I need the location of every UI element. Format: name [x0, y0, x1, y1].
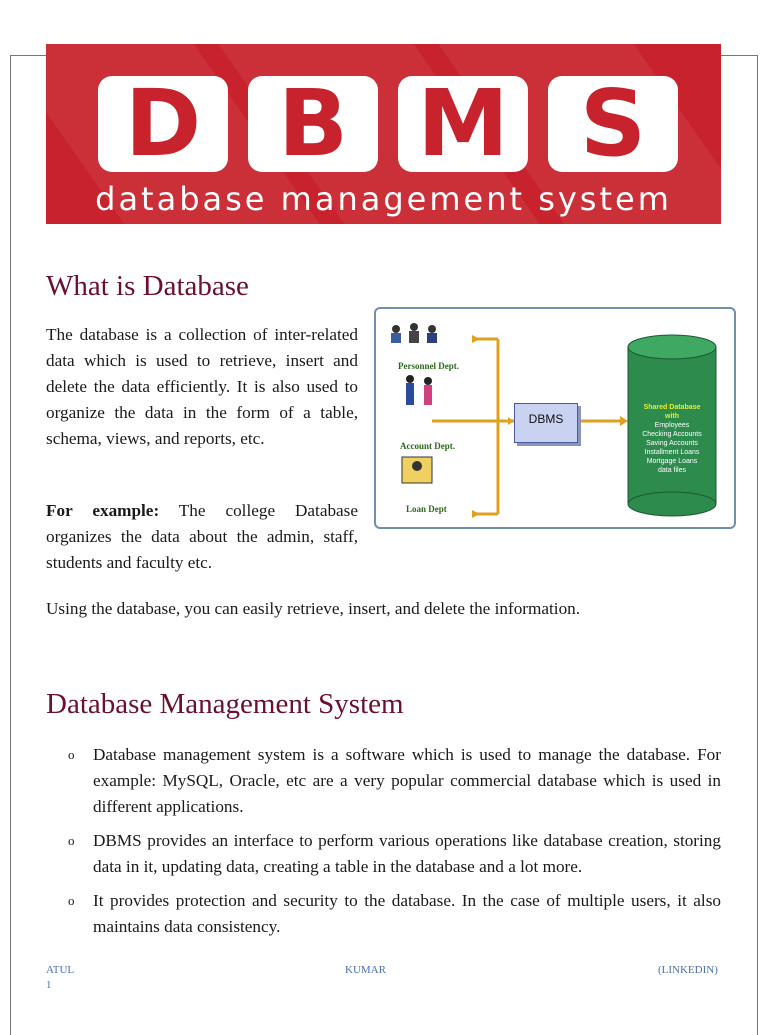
db-title-with: with — [665, 413, 679, 420]
footer-page-number: 1 — [46, 979, 52, 991]
db-item: Saving Accounts — [646, 440, 698, 447]
db-item: Mortgage Loans — [646, 458, 698, 465]
heading-dbms: Database Management System — [46, 688, 404, 720]
footer-left: ATUL — [46, 964, 75, 976]
db-item: data files — [657, 467, 687, 474]
paragraph-database-definition: The database is a collection of inter-re… — [46, 325, 358, 448]
banner-letter-b: B — [248, 76, 378, 172]
shared-database-cylinder — [627, 334, 717, 517]
db-item: Checking Accounts — [642, 431, 702, 438]
banner-letter-s: S — [548, 76, 678, 172]
list-item: o Database management system is a softwar… — [46, 742, 721, 820]
db-title: Shared Database — [643, 404, 701, 411]
label-account-dept: Account Dept. — [400, 441, 455, 451]
dbms-box: DBMS — [514, 403, 578, 443]
footer-center: KUMAR — [345, 964, 386, 976]
banner-subtitle: database management system — [95, 180, 672, 218]
bullet-marker: o — [68, 747, 75, 762]
banner-letter-m: M — [398, 76, 528, 172]
people-group-icon — [391, 323, 437, 343]
dbms-banner: D B M S database management system — [46, 44, 721, 224]
list-item: o DBMS provides an interface to perform v… — [46, 828, 721, 880]
paragraph-using-database: Using the database, you can easily retri… — [46, 599, 581, 618]
bullet-text: DBMS provides an interface to perform va… — [93, 831, 721, 876]
label-personnel-dept: Personnel Dept. — [398, 361, 459, 371]
footer-right: (LINKEDIN) — [658, 964, 718, 976]
dbms-bullet-list: o Database management system is a softwar… — [46, 742, 721, 948]
bullet-marker: o — [68, 833, 75, 848]
list-item: o It provides protection and security to … — [46, 888, 721, 940]
example-text: The college Database organizes the data … — [46, 501, 358, 572]
loan-clerk-icon — [401, 456, 433, 484]
bullet-marker: o — [68, 893, 75, 908]
bullet-text: It provides protection and security to t… — [93, 891, 721, 936]
diagram-connectors — [391, 323, 717, 518]
bullet-text: Database management system is a software… — [93, 745, 721, 816]
heading-what-is-database: What is Database — [46, 270, 249, 302]
dbms-diagram: Personnel Dept. Account Dept. Loan Dept … — [374, 307, 736, 529]
db-item: Installment Loans — [644, 449, 700, 456]
label-loan-dept: Loan Dept — [406, 504, 447, 514]
database-content: Shared Database with Employees Checking … — [628, 403, 716, 475]
banner-letter-d: D — [98, 76, 228, 172]
example-label: For example: — [46, 501, 160, 520]
db-item: Employees — [654, 422, 690, 429]
business-people-icon — [406, 375, 432, 405]
paragraph-example: For example: The college Database organi… — [46, 498, 358, 576]
